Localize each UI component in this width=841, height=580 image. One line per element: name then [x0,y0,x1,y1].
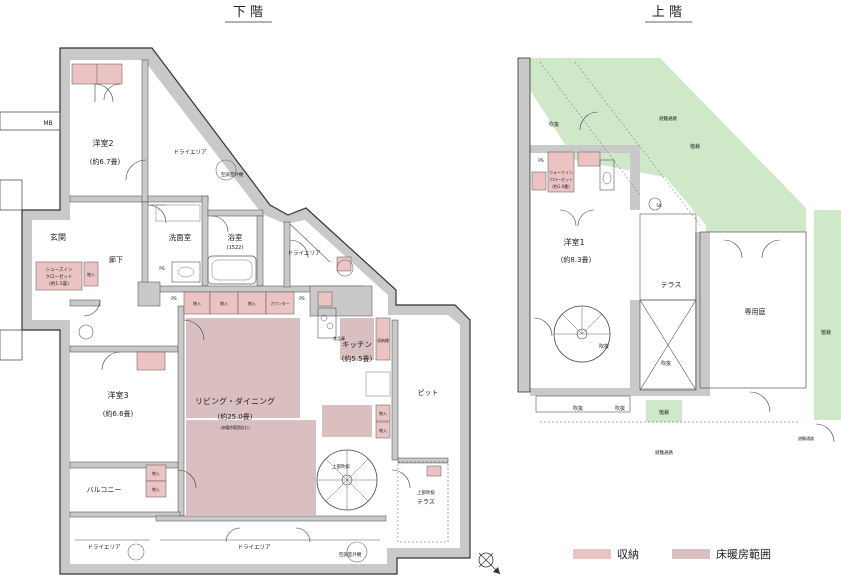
ps-label-3: PS [299,296,305,302]
living-note: (床暖房範囲含む) [220,425,250,430]
shoe-closet-area: (約1.5畳) [49,280,69,287]
storage-label-h: 物入 [379,427,387,433]
mb-label: MB [43,120,52,127]
void-upper-4: 吹抜 [573,405,583,412]
washroom-label: 洗面室 [169,232,192,242]
storage-terrace [426,465,442,477]
ps-upper: PS [538,158,544,164]
dry-area-mid: ドライエリア [288,250,321,257]
upper-floor: 吹抜 吹抜 吹抜 吹抜 吹抜 植栽 植栽 植栽 洋室1 (約8.3畳) PS ウ… [517,57,841,456]
path-top-label: 避難通路 [659,115,677,122]
pit-label: ピット [418,389,439,397]
storage-kitchen-top [317,291,333,307]
void-lower-label-2: 上部吹抜 [417,489,435,496]
bedroom3-label: 洋室3 [107,390,128,400]
spiral-staircase-upper [553,305,611,363]
floor-heating-area-2 [186,420,316,516]
sk-label: SK [656,203,662,208]
ac-room-bottom: 空調室外機 [339,551,362,558]
floor-heating-area-4 [322,405,372,437]
storage-cabinet-label: 収納棚 [377,337,389,343]
kitchen-label: キッチン [342,340,372,349]
entrance-label: 玄関 [50,232,66,242]
dry-area-top: ドライエリア [174,149,207,156]
lower-floor-heading: 下 階 [233,5,263,20]
legend-heating-swatch [672,549,710,559]
counter-label: カウンター [271,301,290,306]
storage-upper-2 [577,151,601,167]
walkin-area: (約1.0畳) [552,183,570,189]
storage-label-a: 物入 [87,271,95,277]
north-arrow-icon [478,552,501,575]
dry-area-bottom-2: ドライエリア [238,544,271,551]
legend-storage-label: 収納 [617,548,639,561]
floor-heating-area-1 [186,318,300,418]
lower-floor: MB [0,47,471,575]
balcony-label: バルコニー [87,486,122,494]
bedroom3-area: (約6.6畳) [103,409,134,418]
garden-label: 専用庭 [745,307,766,316]
void-upper-2: 吹抜 [599,343,609,350]
path-side-label: 避難通路 [798,435,814,441]
storage-kitchen-2 [375,421,391,439]
walkin-closet [547,151,575,193]
planting-bottom [646,400,682,422]
shoe-closet [35,261,83,291]
void-upper-3: 吹抜 [661,360,671,367]
living-label: リビング・ダイニング [195,396,275,406]
storage-upper [531,171,547,191]
storage-kitchen-1 [375,404,391,422]
ac-room-top: 空調室外機 [221,171,244,178]
void-upper-1: 吹抜 [549,121,559,128]
bedroom1-label: 洋室1 [563,237,584,247]
storage-dry [336,256,352,272]
legend-heating-label: 床暖房範囲 [716,547,771,561]
ps-label-1: PS [159,266,165,272]
pantry-label: 食品庫 [333,335,345,341]
shoe-closet-label2: クローゼット [46,273,73,280]
terrace-upper-label: テラス [661,281,682,289]
bedroom2-area: (約6.7畳) [90,157,121,166]
ps-label-2: PS [171,296,177,302]
legend: 収納 床暖房範囲 [573,547,771,561]
storage-label-d: 物入 [248,300,256,306]
void-lower-label: 上部吹抜 [332,463,350,470]
bathroom-size: (1522) [227,245,244,251]
upper-floor-heading: 上 階 [652,5,682,20]
bedroom2-label: 洋室2 [92,138,113,148]
hall-label: 廊下 [109,255,123,264]
closet-bedroom3 [136,351,166,371]
storage-label-e: 物入 [152,470,160,476]
planting-right-label: 植栽 [821,329,831,336]
shoe-closet-label1: シューズイン [46,266,73,273]
bedroom1-area: (約8.3畳) [561,255,592,264]
path-bottom-label: 避難通路 [655,449,673,456]
walkin-label-1: ウォークイン [549,169,573,175]
storage-label-f: 物入 [152,486,160,492]
terrace-lower-label: テラス [417,499,435,506]
storage-hall [83,261,99,287]
storage-cabinet [375,317,391,361]
floor-heating-area-3 [340,318,374,360]
living-area: (約25.0畳) [217,412,252,421]
storage-label-b: 物入 [193,300,201,306]
legend-storage-swatch [573,549,611,559]
void-upper-5: 吹抜 [615,405,625,412]
counter-storage [265,291,295,315]
walkin-label-2: クローゼット [549,176,573,182]
storage-label-g: 物入 [379,410,387,416]
storage-label-c: 物入 [220,300,228,306]
kitchen-area: (約5.5畳) [342,354,373,363]
bathroom-label: 浴室 [228,232,243,242]
spiral-staircase-lower [316,449,378,511]
planting-top-label: 植栽 [690,143,700,150]
storage-lower-left2 [145,480,167,498]
planting-bottom-label: 植栽 [659,409,669,416]
planting-right [814,210,841,420]
dry-area-bottom-1: ドライエリア [88,544,121,551]
